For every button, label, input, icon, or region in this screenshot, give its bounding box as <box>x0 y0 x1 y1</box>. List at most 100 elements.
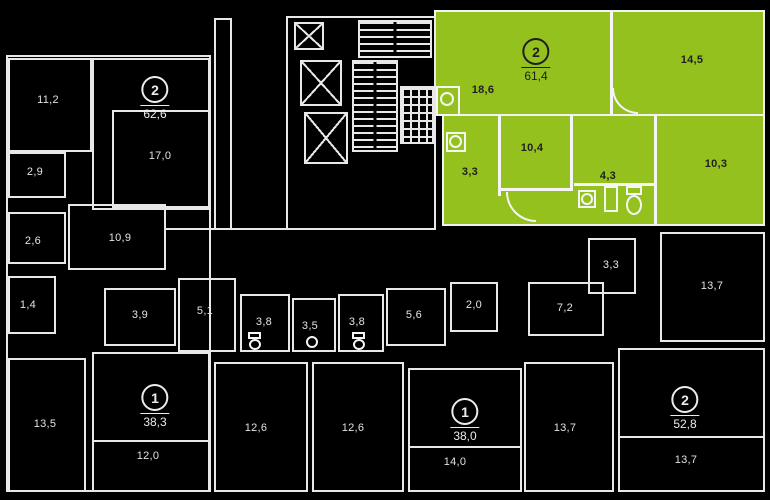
room-outline <box>450 282 498 332</box>
stair-core-outline <box>286 16 436 230</box>
room-area-label: 12,6 <box>341 422 365 434</box>
apartment-total-area: 62,6 <box>140 105 170 121</box>
room-outline <box>8 58 92 152</box>
room-area-label: 13,7 <box>553 422 577 434</box>
room-outline <box>338 294 384 352</box>
room-area-label: 13,7 <box>674 454 698 466</box>
room-area-label: 3,5 <box>301 320 319 332</box>
wall <box>410 446 520 448</box>
bath-washer-icon <box>578 190 596 208</box>
room-outline <box>8 358 86 492</box>
apartment-rooms-count: 2 <box>522 38 550 65</box>
room-area-label: 1,4 <box>19 299 37 311</box>
room-outline <box>312 362 404 492</box>
room-outline <box>8 212 66 264</box>
room-area-label: 5,1 <box>196 305 214 317</box>
room-area-label: 3,9 <box>131 309 149 321</box>
apartment-rooms-count: 1 <box>141 384 169 411</box>
room-outline <box>68 204 166 270</box>
bath-washer-drum-icon <box>581 193 593 205</box>
room-outline <box>8 152 66 198</box>
room-outline <box>112 110 210 208</box>
room-area-label: 2,6 <box>24 235 42 247</box>
apartment-total-area: 38,0 <box>450 427 480 443</box>
room-outline <box>528 282 604 336</box>
utility-shaft <box>214 18 232 230</box>
room-outline <box>386 288 446 346</box>
apartment-rooms-count: 2 <box>141 76 169 103</box>
apartment-outline <box>92 352 210 492</box>
apartment-total-area: 61,4 <box>521 67 551 83</box>
room-area-label: 2,9 <box>26 166 44 178</box>
wall <box>500 188 573 191</box>
room-outline <box>292 298 336 352</box>
room-outline <box>8 276 56 334</box>
room-area-label: 14,0 <box>443 456 467 468</box>
elevator-shaft <box>294 22 324 50</box>
washing-machine-icon <box>446 132 466 152</box>
room-area-label: 10,4 <box>520 142 544 154</box>
room-outline <box>104 288 176 346</box>
room-area-label: 2,0 <box>465 299 483 311</box>
toilet-bowl-icon <box>249 339 261 350</box>
apartment-outline <box>408 368 522 492</box>
toilet-bowl-icon <box>626 195 642 215</box>
selected-apartment-upper[interactable] <box>434 10 765 116</box>
room-area-label: 3,3 <box>461 166 479 178</box>
room-area-label: 10,3 <box>704 158 728 170</box>
room-area-label: 3,3 <box>602 259 620 271</box>
room-area-label: 12,6 <box>244 422 268 434</box>
staircase <box>352 60 398 152</box>
room-area-label: 7,2 <box>556 302 574 314</box>
sink-icon <box>604 186 618 212</box>
room-area-label: 17,0 <box>148 150 172 162</box>
wall <box>94 440 208 442</box>
room-area-label: 18,6 <box>471 84 495 96</box>
room-area-label: 11,2 <box>37 94 59 106</box>
washing-machine-drum-icon <box>449 135 462 148</box>
wall <box>654 116 657 224</box>
staircase <box>358 20 432 58</box>
toilet-tank-icon <box>248 332 261 339</box>
room-area-label: 3,8 <box>348 316 366 328</box>
room-area-label: 12,0 <box>136 450 160 462</box>
room-area-label: 3,8 <box>255 316 273 328</box>
room-area-label: 4,3 <box>599 170 617 182</box>
apartment-total-area: 38,3 <box>140 413 170 429</box>
room-outline <box>178 278 236 352</box>
elevator-shaft <box>304 112 348 164</box>
room-area-label: 10,9 <box>108 232 132 244</box>
wall <box>574 183 656 186</box>
ventilation-shaft <box>400 86 434 144</box>
room-area-label: 13,7 <box>700 280 724 292</box>
toilet-bowl-icon <box>353 339 365 350</box>
room-area-label: 14,5 <box>680 54 704 66</box>
room-area-label: 5,6 <box>405 309 423 321</box>
selected-apartment-lower[interactable] <box>442 114 765 226</box>
elevator-shaft <box>300 60 342 106</box>
apartment-rooms-count: 2 <box>671 386 699 413</box>
toilet-tank-icon <box>352 332 365 339</box>
room-outline <box>660 232 765 342</box>
room-area-label: 13,5 <box>33 418 57 430</box>
toilet-tank-icon <box>626 186 642 195</box>
kitchen-sink-bowl-icon <box>440 92 454 106</box>
wall <box>620 436 763 438</box>
wall <box>610 12 613 114</box>
apartment-outline <box>618 348 765 492</box>
sink-icon <box>306 336 318 348</box>
wall <box>166 228 286 230</box>
apartment-rooms-count: 1 <box>451 398 479 425</box>
room-outline <box>240 294 290 352</box>
room-outline <box>524 362 614 492</box>
room-outline <box>214 362 308 492</box>
wall <box>570 116 573 188</box>
kitchen-sink-icon <box>436 86 460 116</box>
apartment-total-area: 52,8 <box>670 415 700 431</box>
